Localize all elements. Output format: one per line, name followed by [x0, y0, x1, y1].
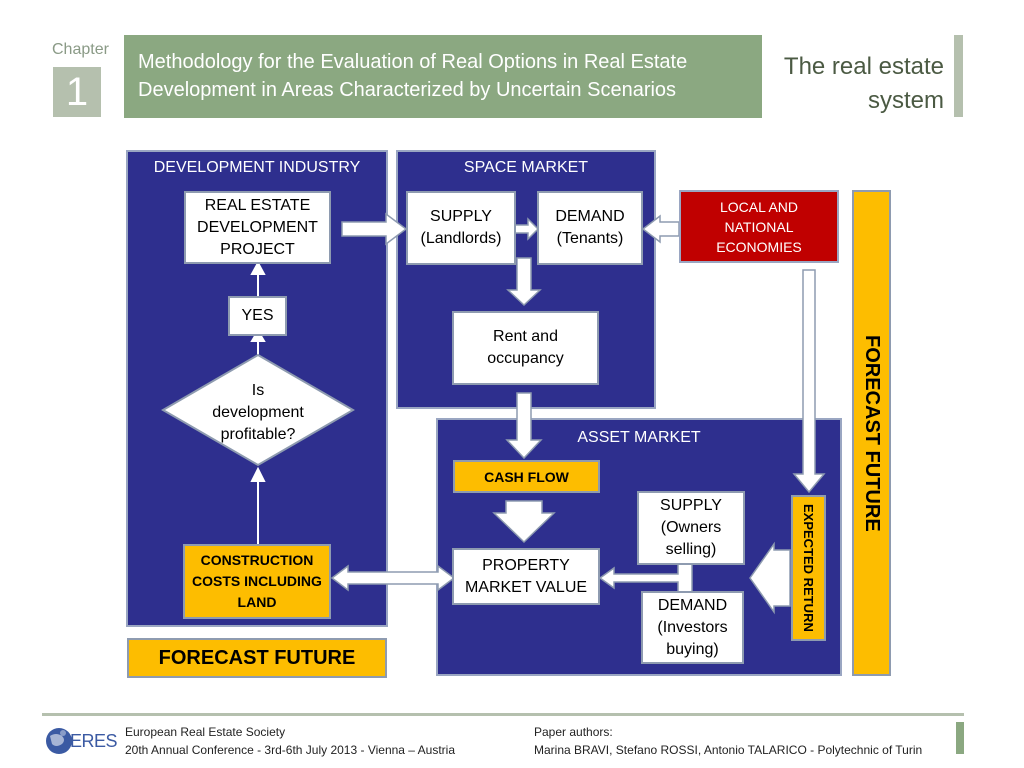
- chapter-label: Chapter: [52, 41, 109, 58]
- space-supply-box: SUPPLY (Landlords): [406, 191, 516, 265]
- costs-line-2: COSTS INCLUDING: [192, 573, 322, 589]
- value-line-2: MARKET VALUE: [464, 578, 588, 596]
- subtitle-line-2: system: [867, 87, 944, 114]
- space-supply-line-2: (Landlords): [420, 230, 502, 247]
- asset-market-title: ASSET MARKET: [577, 429, 701, 446]
- footer-conference-info: European Real Estate Society 20th Annual…: [125, 723, 455, 759]
- asset-demand-line-2: (Investors: [657, 618, 728, 636]
- arrow-supply-demand-to-rent: [506, 257, 542, 307]
- project-line-3: PROJECT: [220, 240, 295, 258]
- globe-icon: [46, 728, 72, 754]
- asset-supply-line-2: (Owners: [660, 519, 722, 536]
- forecast-future-side: FORECAST FUTURE: [852, 190, 891, 676]
- value-line-1: PROPERTY: [482, 556, 570, 574]
- economies-line-1: LOCAL AND: [719, 198, 799, 215]
- arrow-economies-to-return: [792, 269, 826, 494]
- footer-accent-bar: [956, 722, 964, 754]
- space-market-title: SPACE MARKET: [463, 159, 589, 176]
- decision-diamond: [161, 353, 355, 467]
- asset-supply-box: SUPPLY (Owners selling): [637, 491, 745, 565]
- eres-logo-text: ERES: [70, 731, 118, 751]
- rent-line-2: occupancy: [487, 350, 564, 367]
- decision-line-2: development: [212, 404, 304, 421]
- asset-supply-line-3: selling): [665, 541, 717, 558]
- costs-line-3: LAND: [237, 594, 277, 610]
- cash-flow-box: CASH FLOW: [453, 460, 600, 493]
- footer-authors: Marina BRAVI, Stefano ROSSI, Antonio TAL…: [534, 743, 923, 757]
- arrow-costs-value: [330, 564, 456, 592]
- title-line-1: Methodology for the Evaluation of Real O…: [138, 51, 688, 73]
- asset-demand-box: DEMAND (Investors buying): [641, 591, 744, 664]
- project-line-1: REAL ESTATE: [204, 196, 311, 214]
- economies-line-3: ECONOMIES: [716, 238, 802, 255]
- eres-logo: ERES: [42, 722, 118, 760]
- space-supply-line-1: SUPPLY: [430, 208, 492, 225]
- decision-line-1: Is: [251, 382, 265, 399]
- slide-subtitle: The real estate system: [770, 50, 944, 118]
- arrow-asset-to-value: [598, 560, 693, 595]
- space-demand-box: DEMAND (Tenants): [537, 191, 643, 265]
- expected-return-box: EXPECTED RETURN: [791, 495, 826, 641]
- decision-label: Is development profitable?: [188, 380, 328, 446]
- space-demand-line-2: (Tenants): [556, 230, 624, 247]
- arrow-yes-to-project: [250, 260, 266, 275]
- decision-line-3: profitable?: [220, 426, 296, 443]
- economies-line-2: NATIONAL: [724, 218, 794, 235]
- arrow-project-to-supply: [341, 212, 408, 246]
- arrow-return-to-asset: [749, 541, 791, 615]
- arrow-decision-to-yes: [250, 329, 266, 342]
- rent-line-1: Rent and: [493, 328, 558, 345]
- asset-demand-line-1: DEMAND: [657, 596, 728, 614]
- footer-conference: 20th Annual Conference - 3rd-6th July 20…: [125, 743, 455, 757]
- asset-demand-line-3: buying): [666, 640, 719, 658]
- footer-authors-info: Paper authors: Marina BRAVI, Stefano ROS…: [534, 723, 922, 759]
- development-project-box: REAL ESTATE DEVELOPMENT PROJECT: [184, 191, 331, 264]
- space-demand-line-1: DEMAND: [555, 208, 625, 225]
- footer-divider: [42, 713, 964, 716]
- title-line-2: Development in Areas Characterized by Un…: [138, 79, 677, 101]
- arrow-rent-to-cashflow: [505, 392, 543, 460]
- chapter-number: 1: [53, 67, 101, 117]
- forecast-future-bottom: FORECAST FUTURE: [127, 638, 387, 678]
- footer-authors-label: Paper authors:: [534, 725, 613, 739]
- arrow-cashflow-to-value: [492, 500, 556, 544]
- subtitle-line-1: The real estate: [783, 53, 944, 80]
- footer-society: European Real Estate Society: [125, 725, 286, 739]
- economies-box: LOCAL AND NATIONAL ECONOMIES: [679, 190, 839, 263]
- project-line-2: DEVELOPMENT: [197, 218, 318, 236]
- arrow-costs-to-decision: [250, 466, 266, 482]
- header-accent-bar: [954, 35, 963, 117]
- costs-line-1: CONSTRUCTION: [200, 552, 314, 568]
- property-value-box: PROPERTY MARKET VALUE: [452, 548, 600, 605]
- asset-supply-line-1: SUPPLY: [660, 497, 722, 514]
- slide-title: Methodology for the Evaluation of Real O…: [124, 35, 762, 118]
- yes-box: YES: [228, 296, 287, 336]
- rent-occupancy-box: Rent and occupancy: [452, 311, 599, 385]
- arrow-economies-to-demand: [641, 214, 680, 244]
- development-industry-title: DEVELOPMENT INDUSTRY: [153, 159, 361, 176]
- construction-costs-box: CONSTRUCTION COSTS INCLUDING LAND: [183, 544, 331, 619]
